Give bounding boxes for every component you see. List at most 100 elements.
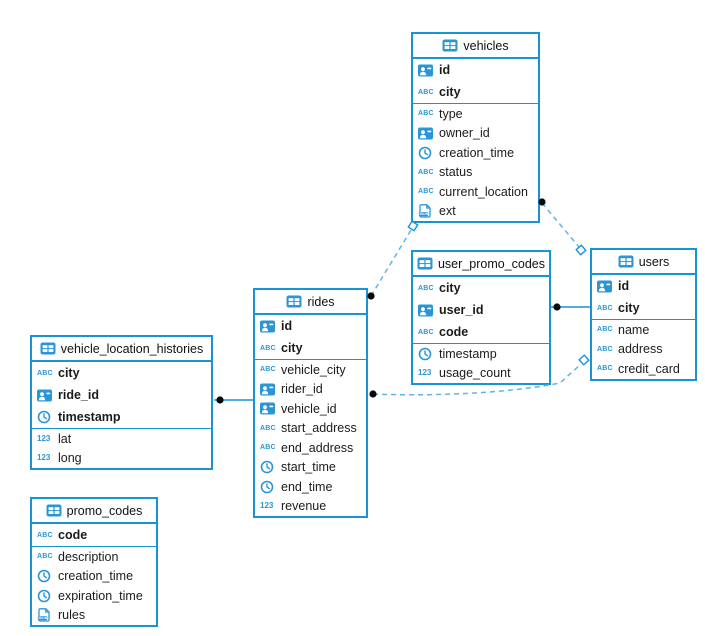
table-icon	[618, 255, 634, 268]
column-id[interactable]: id	[413, 59, 538, 81]
column-name: description	[58, 549, 119, 564]
column-name: code	[58, 528, 88, 542]
json-icon: JSON	[37, 608, 54, 622]
column-creation_time[interactable]: creation_time	[413, 143, 538, 163]
table-header[interactable]: vehicle_location_histories	[32, 337, 211, 362]
table-header[interactable]: user_promo_codes	[413, 252, 549, 277]
column-id[interactable]: id	[255, 315, 366, 337]
column-city[interactable]: ABC city	[413, 81, 538, 103]
column-name: city	[439, 85, 461, 99]
number-type-icon: 123	[37, 453, 51, 463]
connector-dot	[367, 292, 375, 300]
column-creation_time[interactable]: creation_time	[32, 567, 156, 587]
connector-dot	[553, 303, 561, 311]
column-owner_id[interactable]: owner_id	[413, 124, 538, 144]
column-expiration_time[interactable]: expiration_time	[32, 586, 156, 606]
column-name: status	[439, 165, 473, 180]
table-icon	[40, 342, 56, 355]
number-type-icon: 123	[260, 501, 274, 511]
uuid-icon	[418, 304, 435, 317]
column-name: end_address	[281, 440, 354, 455]
table-title: user_promo_codes	[437, 256, 545, 271]
table-header[interactable]: rides	[255, 290, 366, 315]
table-title: promo_codes	[66, 503, 143, 518]
relationship-vehicle_location_histories-rides[interactable]	[214, 396, 253, 404]
column-timestamp[interactable]: timestamp	[32, 406, 211, 428]
column-code[interactable]: ABC code	[413, 321, 549, 343]
json-icon: JSON	[418, 204, 435, 218]
table-header[interactable]: vehicles	[413, 34, 538, 59]
table-header[interactable]: promo_codes	[32, 499, 156, 524]
column-end_time[interactable]: end_time	[255, 477, 366, 497]
column-ride_id[interactable]: ride_id	[32, 384, 211, 406]
column-long[interactable]: 123 long	[32, 449, 211, 469]
text-type-icon: ABC	[37, 531, 53, 539]
text-type-icon: ABC	[418, 88, 434, 96]
table-title: users	[638, 254, 670, 269]
column-name: city	[618, 301, 640, 315]
connector-diamond	[578, 354, 590, 366]
column-user_id[interactable]: user_id	[413, 299, 549, 321]
column-name: start_address	[281, 421, 357, 436]
timestamp-icon	[260, 460, 277, 474]
column-timestamp[interactable]: timestamp	[413, 344, 549, 364]
relationship-user_promo_codes-users[interactable]	[551, 303, 590, 311]
column-name: credit_card	[618, 361, 680, 376]
text-type-icon: ABC	[597, 326, 613, 334]
uuid-icon	[260, 383, 277, 396]
column-name: name	[618, 322, 650, 337]
text-type-icon: ABC	[418, 328, 434, 336]
column-name: long	[58, 451, 82, 466]
column-rider_id[interactable]: rider_id	[255, 380, 366, 400]
column-vehicle_id[interactable]: vehicle_id	[255, 399, 366, 419]
pk-section: ABC code	[32, 524, 156, 547]
column-name: id	[439, 63, 451, 77]
column-code[interactable]: ABC code	[32, 524, 156, 546]
column-name: user_id	[439, 303, 484, 317]
column-name: vehicle_city	[281, 362, 346, 377]
table-header[interactable]: users	[592, 250, 695, 275]
text-type-icon: ABC	[260, 444, 276, 452]
table-title: rides	[307, 294, 335, 309]
relationship-vehicles-users[interactable]	[538, 198, 587, 256]
column-name: address	[618, 342, 663, 357]
column-name[interactable]: ABC name	[592, 320, 695, 340]
timestamp-icon	[260, 480, 277, 494]
column-name: code	[439, 325, 469, 339]
column-end_address[interactable]: ABC end_address	[255, 438, 366, 458]
column-start_time[interactable]: start_time	[255, 458, 366, 478]
svg-text:JSON: JSON	[38, 616, 48, 620]
column-name: lat	[58, 431, 72, 446]
column-id[interactable]: id	[592, 275, 695, 297]
